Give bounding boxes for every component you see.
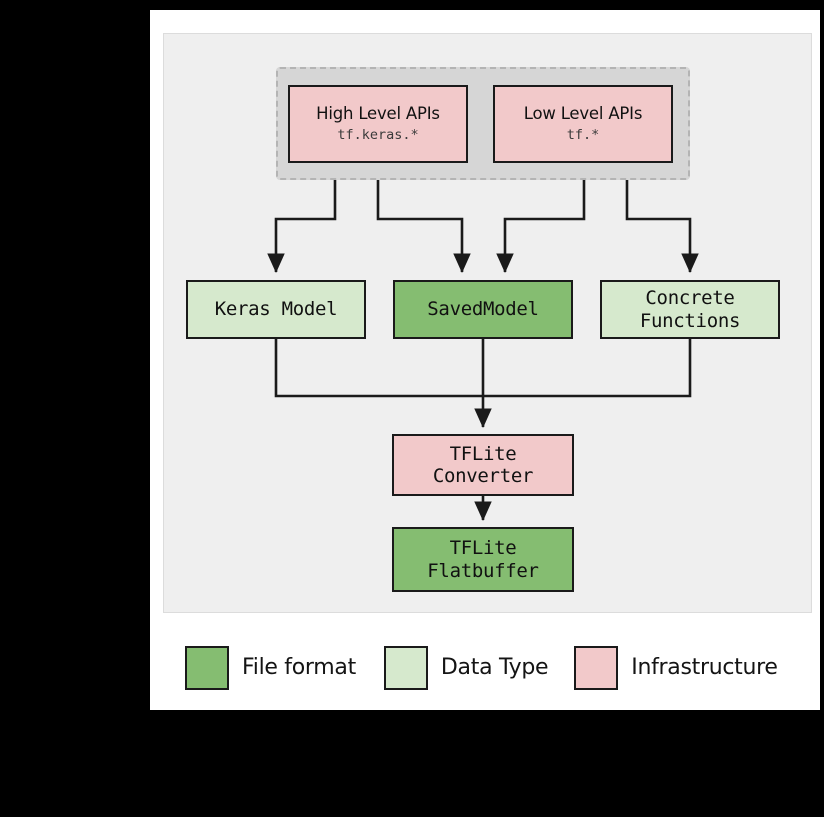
node-keras-model-label: Keras Model xyxy=(214,298,338,321)
node-tflite-flatbuffer-label: TFLite Flatbuffer xyxy=(427,537,539,582)
node-low-level-apis-title: Low Level APIs xyxy=(523,103,643,123)
node-tflite-converter-label: TFLite Converter xyxy=(432,442,534,487)
legend: File format Data Type Infrastructure xyxy=(163,635,812,700)
legend-label-file-format: File format xyxy=(242,655,356,680)
legend-swatch-infrastructure xyxy=(574,645,619,690)
node-tflite-flatbuffer[interactable]: TFLite Flatbuffer xyxy=(392,527,574,592)
node-low-level-apis-subtitle: tf.* xyxy=(566,127,600,144)
node-savedmodel-label: SavedModel xyxy=(427,298,539,321)
legend-item-infrastructure: Infrastructure xyxy=(574,645,778,690)
node-high-level-apis-title: High Level APIs xyxy=(316,103,440,123)
legend-label-data-type: Data Type xyxy=(440,655,549,680)
legend-label-infrastructure: Infrastructure xyxy=(631,655,778,680)
legend-item-data-type: Data Type xyxy=(383,645,549,690)
node-low-level-apis[interactable]: Low Level APIs tf.* xyxy=(493,85,673,163)
node-savedmodel[interactable]: SavedModel xyxy=(393,280,573,339)
node-concrete-functions[interactable]: Concrete Functions xyxy=(600,280,780,339)
diagram-card: High Level APIs tf.keras.* Low Level API… xyxy=(150,10,820,710)
node-tflite-converter[interactable]: TFLite Converter xyxy=(392,434,574,496)
node-concrete-functions-label: Concrete Functions xyxy=(639,287,741,332)
legend-swatch-file-format xyxy=(185,645,229,690)
node-high-level-apis[interactable]: High Level APIs tf.keras.* xyxy=(288,85,468,163)
node-keras-model[interactable]: Keras Model xyxy=(186,280,366,339)
node-high-level-apis-subtitle: tf.keras.* xyxy=(337,127,419,144)
legend-swatch-data-type xyxy=(383,645,428,690)
legend-item-file-format: File format xyxy=(185,645,356,690)
